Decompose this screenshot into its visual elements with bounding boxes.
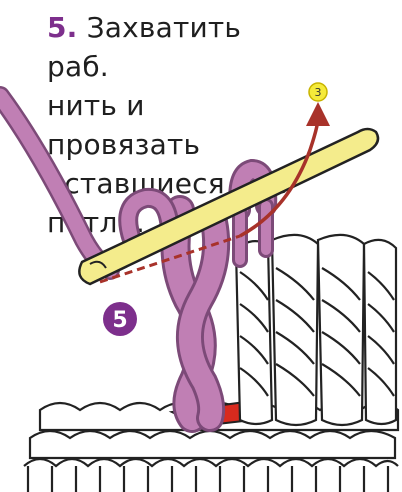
arrow-head xyxy=(306,102,330,126)
small-marker-label: 3 xyxy=(315,86,322,99)
small-marker: 3 xyxy=(309,83,327,101)
step-marker: 5 xyxy=(103,302,137,336)
step-marker-label: 5 xyxy=(112,308,127,333)
tall-stitches xyxy=(236,235,396,425)
